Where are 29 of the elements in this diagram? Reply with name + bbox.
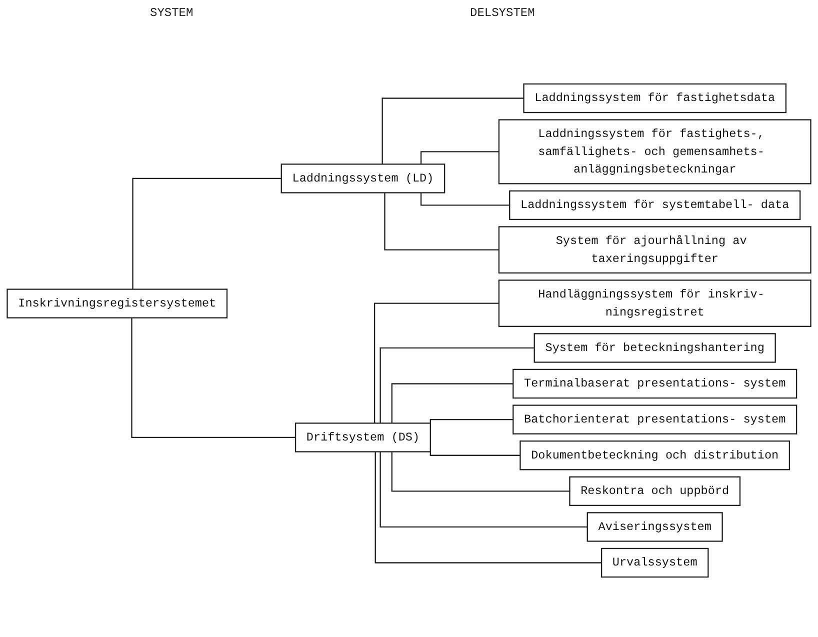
node-box: Laddningssystem för fastighetsdata <box>523 83 787 114</box>
node-box: Laddningssystem (LD) <box>280 164 446 194</box>
column-heading: SYSTEM <box>150 6 194 20</box>
node-box: Batchorienterat presentations- system <box>512 404 798 434</box>
node-box: Terminalbaserat presentations- system <box>512 368 798 399</box>
node-box: Aviseringssystem <box>586 512 723 542</box>
column-heading: DELSYSTEM <box>470 6 535 20</box>
connector <box>384 192 499 250</box>
node-box: Driftsystem (DS) <box>294 422 431 452</box>
connector <box>380 347 534 424</box>
connector <box>132 178 282 290</box>
connector <box>131 318 296 438</box>
connector <box>420 192 510 206</box>
node-box: Reskontra och uppbörd <box>569 476 741 506</box>
node-box: Dokumentbeteckning och distribution <box>520 440 790 470</box>
node-box: Laddningssystem för fastighets-, samfällighets- och gemensamhets- anläggningsbeteckningar <box>498 119 812 184</box>
node-box: System för beteckningshantering <box>534 333 776 363</box>
node-box: Urvalssystem <box>600 548 709 578</box>
node-box: Inskrivningsregistersystemet <box>6 288 228 318</box>
connector <box>391 452 570 492</box>
connector <box>374 452 602 564</box>
node-box: Handläggningssystem för inskriv- ningsregistret <box>498 280 812 327</box>
connector <box>382 98 524 164</box>
node-box: System för ajourhållning av taxeringsuppgifter <box>498 226 812 274</box>
connector <box>391 383 514 424</box>
connector <box>374 302 499 424</box>
connector <box>380 452 588 528</box>
connector <box>420 151 499 164</box>
node-box: Laddningssystem för systemtabell- data <box>509 190 801 220</box>
